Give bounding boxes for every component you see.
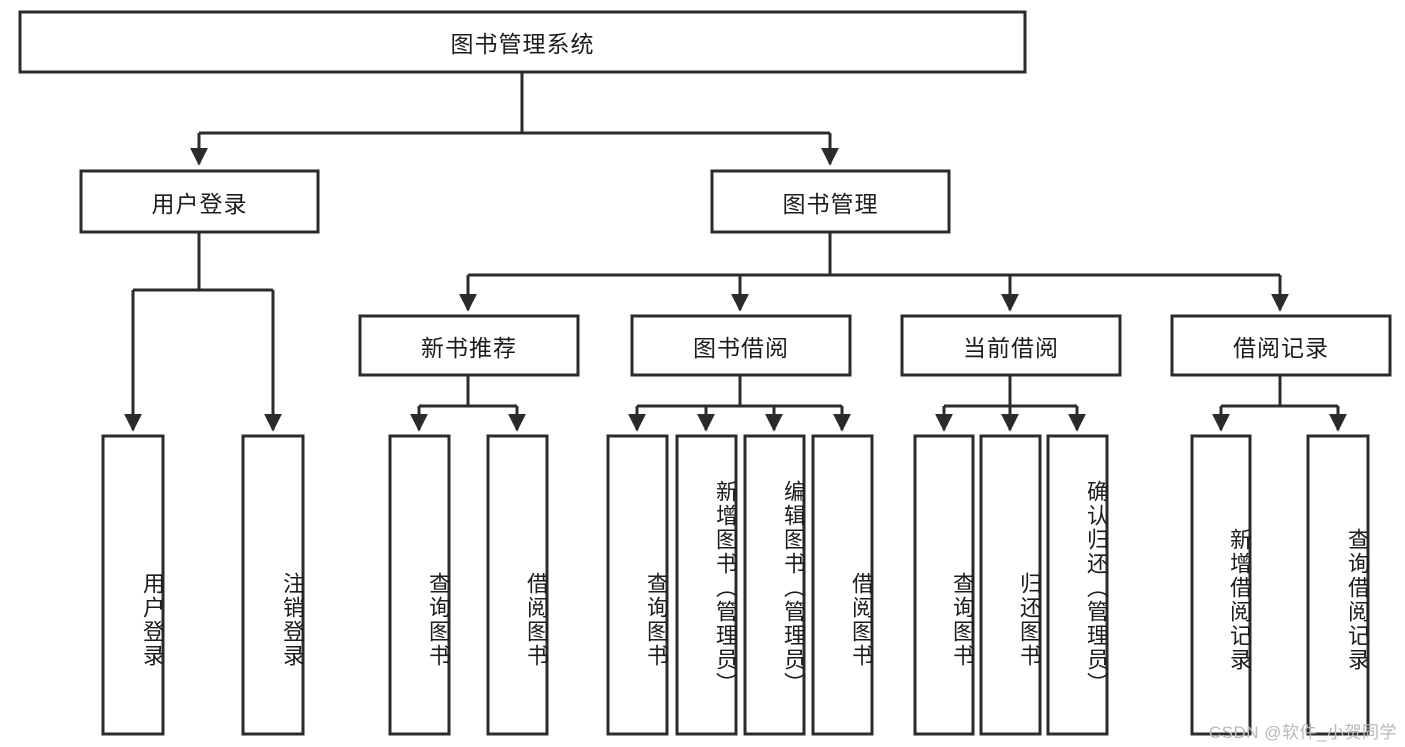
leaf-box-borrow-book-2[interactable] xyxy=(811,434,874,736)
node-box-new-book-recommend[interactable] xyxy=(358,314,580,377)
node-box-current-borrow[interactable] xyxy=(900,314,1122,377)
csdn-watermark: CSDN @软件_小贺同学 xyxy=(1208,723,1397,742)
leaf-box-add-book-admin[interactable] xyxy=(675,434,738,736)
leaf-box-query-borrow-record[interactable] xyxy=(1306,434,1370,736)
leaf-box-user-logout[interactable] xyxy=(241,434,305,736)
leaf-box-confirm-return-admin[interactable] xyxy=(1046,434,1109,736)
leaf-box-return-book[interactable] xyxy=(979,434,1042,736)
leaf-box-query-book-3[interactable] xyxy=(913,434,975,736)
leaf-box-borrow-book-1[interactable] xyxy=(486,434,549,736)
leaf-box-user-login[interactable] xyxy=(101,434,165,736)
leaf-box-add-borrow-record[interactable] xyxy=(1190,434,1252,736)
node-box-user-login[interactable] xyxy=(79,169,320,234)
leaf-box-query-book-1[interactable] xyxy=(388,434,451,736)
node-box-borrow-record[interactable] xyxy=(1170,314,1392,377)
leaf-box-edit-book-admin[interactable] xyxy=(743,434,806,736)
leaf-box-query-book-2[interactable] xyxy=(606,434,669,736)
node-box-book-borrow[interactable] xyxy=(630,314,852,377)
node-box-book-management[interactable] xyxy=(710,169,951,234)
node-box-root[interactable] xyxy=(18,10,1027,74)
